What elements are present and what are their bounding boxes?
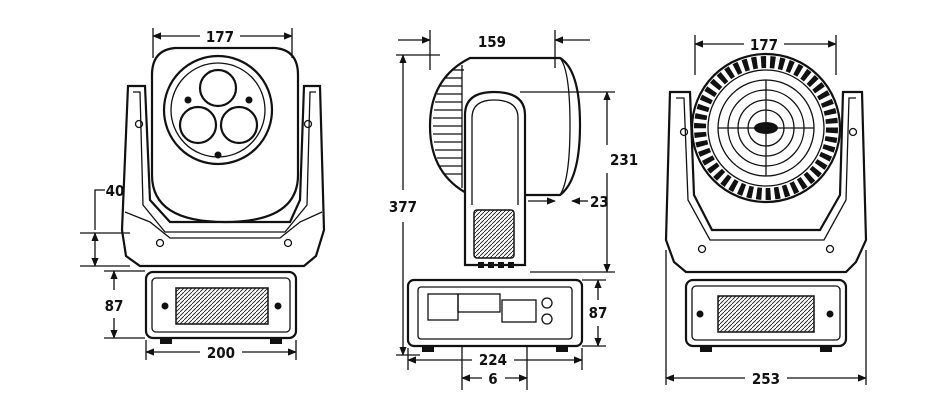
dim-back-177: 177 — [750, 36, 778, 54]
dim-back-253: 253 — [752, 370, 780, 388]
dim-side-159: 159 — [478, 33, 506, 51]
dim-front-200: 200 — [207, 344, 235, 362]
dim-side-224: 224 — [479, 351, 507, 369]
dim-front-87: 87 — [105, 297, 124, 315]
dim-front-40: 40 — [106, 182, 125, 200]
dim-front-177: 177 — [206, 28, 234, 46]
dim-side-87: 87 — [589, 304, 608, 322]
dim-side-231: 231 — [610, 151, 638, 169]
dim-side-23: 23 — [590, 193, 609, 211]
dim-side-377: 377 — [389, 198, 417, 216]
front-view: 177 40 87 200 — [80, 28, 326, 362]
side-view: 159 377 231 23 87 224 6 — [389, 30, 638, 390]
back-view: 177 253 — [664, 35, 868, 388]
dim-side-6: 6 — [488, 370, 497, 388]
